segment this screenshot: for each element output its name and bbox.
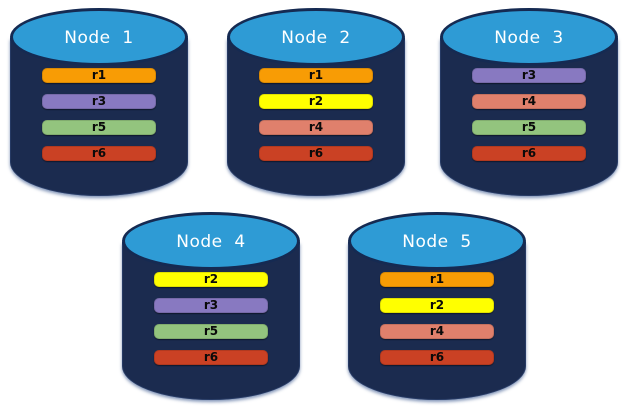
- node-title: Node 5: [402, 232, 472, 252]
- replica-bar: r5: [154, 324, 268, 339]
- cylinder-top: Node 4: [122, 212, 300, 270]
- replica-bar: r4: [472, 94, 586, 109]
- replica-bar: r2: [259, 94, 373, 109]
- replica-bar: r6: [472, 146, 586, 161]
- replica-bar: r3: [154, 298, 268, 313]
- cylinder-top: Node 1: [10, 8, 188, 66]
- replica-bar: r5: [42, 120, 156, 135]
- replica-bar: r6: [154, 350, 268, 365]
- cylinder-top: Node 2: [227, 8, 405, 66]
- replica-bar: r6: [42, 146, 156, 161]
- node-cylinder-5: Node 5 r1 r2 r4 r6: [348, 212, 526, 400]
- replica-bar: r2: [380, 298, 494, 313]
- node-cylinder-2: Node 2 r1 r2 r4 r6: [227, 8, 405, 196]
- replica-list: r2 r3 r5 r6: [154, 272, 268, 365]
- node-title: Node 2: [281, 28, 351, 48]
- replica-list: r1 r3 r5 r6: [42, 68, 156, 161]
- node-title: Node 1: [64, 28, 134, 48]
- replica-bar: r2: [154, 272, 268, 287]
- cylinder-top: Node 3: [440, 8, 618, 66]
- replica-bar: r1: [42, 68, 156, 83]
- replica-bar: r3: [42, 94, 156, 109]
- replica-bar: r1: [380, 272, 494, 287]
- node-title: Node 3: [494, 28, 564, 48]
- replica-list: r3 r4 r5 r6: [472, 68, 586, 161]
- replica-bar: r3: [472, 68, 586, 83]
- node-title: Node 4: [176, 232, 246, 252]
- replica-bar: r4: [380, 324, 494, 339]
- node-cylinder-4: Node 4 r2 r3 r5 r6: [122, 212, 300, 400]
- replica-bar: r4: [259, 120, 373, 135]
- replica-bar: r1: [259, 68, 373, 83]
- replica-list: r1 r2 r4 r6: [259, 68, 373, 161]
- replica-bar: r5: [472, 120, 586, 135]
- node-cylinder-3: Node 3 r3 r4 r5 r6: [440, 8, 618, 196]
- replica-bar: r6: [380, 350, 494, 365]
- cylinder-top: Node 5: [348, 212, 526, 270]
- node-cylinder-1: Node 1 r1 r3 r5 r6: [10, 8, 188, 196]
- replica-list: r1 r2 r4 r6: [380, 272, 494, 365]
- replica-bar: r6: [259, 146, 373, 161]
